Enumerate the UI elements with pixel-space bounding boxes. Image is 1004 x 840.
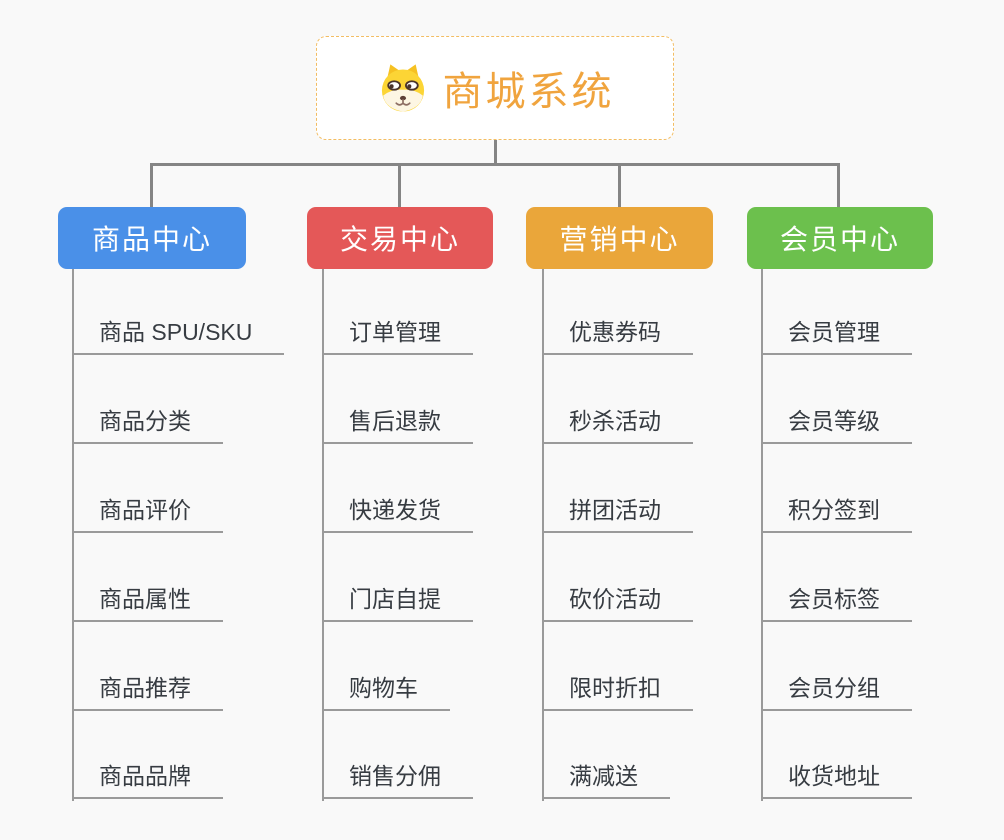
dog-face-icon — [381, 64, 424, 112]
sub-topic[interactable]: 砍价活动 — [542, 582, 693, 622]
sub-topic[interactable]: 快递发货 — [322, 493, 473, 533]
sub-topic[interactable]: 商品 SPU/SKU — [72, 315, 285, 355]
sub-topic[interactable]: 收货地址 — [761, 759, 912, 799]
connector-drop-branch-1 — [150, 163, 153, 209]
sub-topic[interactable]: 会员管理 — [761, 315, 912, 355]
sub-topic[interactable]: 积分签到 — [761, 493, 912, 533]
sub-topic[interactable]: 门店自提 — [322, 582, 473, 622]
sub-topic[interactable]: 优惠券码 — [542, 315, 693, 355]
sub-topic[interactable]: 商品分类 — [72, 404, 223, 444]
connector-bus — [150, 163, 840, 166]
sub-topic[interactable]: 会员等级 — [761, 404, 912, 444]
branch-topic-member-center[interactable]: 会员中心 — [747, 207, 933, 269]
branch-spine-2 — [322, 268, 324, 801]
sub-topic[interactable]: 拼团活动 — [542, 493, 693, 533]
sub-topic[interactable]: 会员分组 — [761, 671, 912, 711]
sub-topic[interactable]: 订单管理 — [322, 315, 473, 355]
branch-spine-1 — [72, 268, 74, 801]
sub-topic[interactable]: 购物车 — [322, 671, 450, 711]
connector-drop-branch-2 — [398, 163, 401, 209]
sub-topic[interactable]: 商品评价 — [72, 493, 223, 533]
branch-spine-4 — [761, 268, 763, 801]
sub-topic[interactable]: 秒杀活动 — [542, 404, 693, 444]
branch-topic-product-center[interactable]: 商品中心 — [58, 207, 246, 269]
branch-topic-marketing-center[interactable]: 营销中心 — [526, 207, 713, 269]
connector-drop-branch-3 — [618, 163, 621, 209]
connector-root-drop — [494, 139, 497, 164]
sub-topic[interactable]: 商品品牌 — [72, 759, 223, 799]
sub-topic[interactable]: 满减送 — [542, 759, 670, 799]
sub-topic[interactable]: 商品属性 — [72, 582, 223, 622]
sub-topic[interactable]: 限时折扣 — [542, 671, 693, 711]
branch-topic-trade-center[interactable]: 交易中心 — [307, 207, 493, 269]
sub-topic[interactable]: 售后退款 — [322, 404, 473, 444]
sub-topic[interactable]: 会员标签 — [761, 582, 912, 622]
connector-drop-branch-4 — [837, 163, 840, 209]
branch-spine-3 — [542, 268, 544, 801]
sub-topic[interactable]: 销售分佣 — [322, 759, 473, 799]
sub-topic[interactable]: 商品推荐 — [72, 671, 223, 711]
root-topic[interactable]: 商城系统 — [316, 36, 674, 140]
root-title: 商城系统 — [442, 70, 615, 114]
